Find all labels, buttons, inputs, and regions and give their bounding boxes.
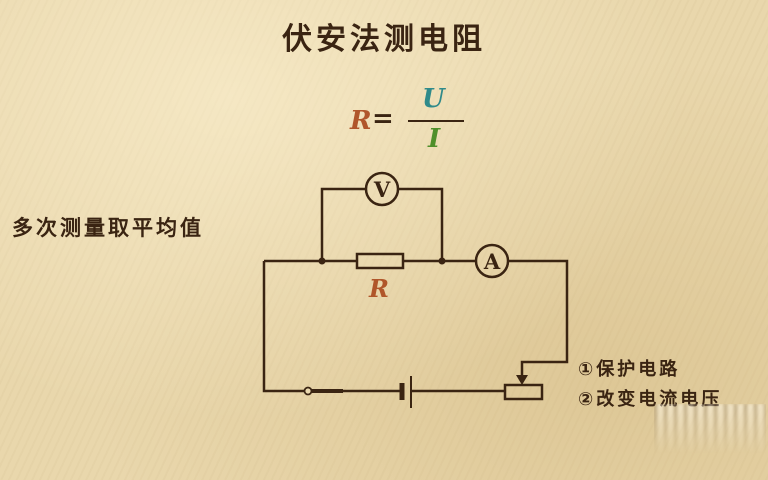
formula-lhs: R bbox=[350, 106, 372, 136]
junction-dot-right bbox=[438, 257, 446, 265]
ohm-formula: R = U I bbox=[350, 84, 480, 158]
ammeter-icon: A bbox=[474, 243, 510, 279]
formula-denominator: I bbox=[428, 124, 441, 154]
battery-icon bbox=[399, 376, 412, 408]
rheostat-icon bbox=[503, 375, 544, 401]
ammeter-label: A bbox=[483, 249, 501, 274]
voltmeter-label: V bbox=[373, 177, 391, 202]
watermark-overlay bbox=[654, 404, 766, 454]
wire-top-right bbox=[508, 259, 569, 376]
page-title: 伏安法测电阻 bbox=[282, 22, 486, 57]
junction-dot-left bbox=[318, 257, 326, 265]
voltmeter-wire-right bbox=[398, 187, 444, 261]
measurement-note: 多次测量取平均值 bbox=[12, 216, 204, 240]
function-protect-circuit: ①保护电路 bbox=[578, 359, 681, 380]
switch-icon bbox=[303, 386, 343, 396]
resistor-label: R bbox=[369, 274, 389, 303]
voltmeter-wire-left bbox=[320, 187, 366, 261]
resistor-icon bbox=[355, 252, 405, 270]
formula-numerator: U bbox=[422, 84, 445, 114]
fraction-bar bbox=[408, 120, 464, 122]
voltmeter-icon: V bbox=[364, 171, 400, 207]
formula-equals: = bbox=[372, 104, 394, 134]
wire-left bbox=[262, 261, 305, 393]
